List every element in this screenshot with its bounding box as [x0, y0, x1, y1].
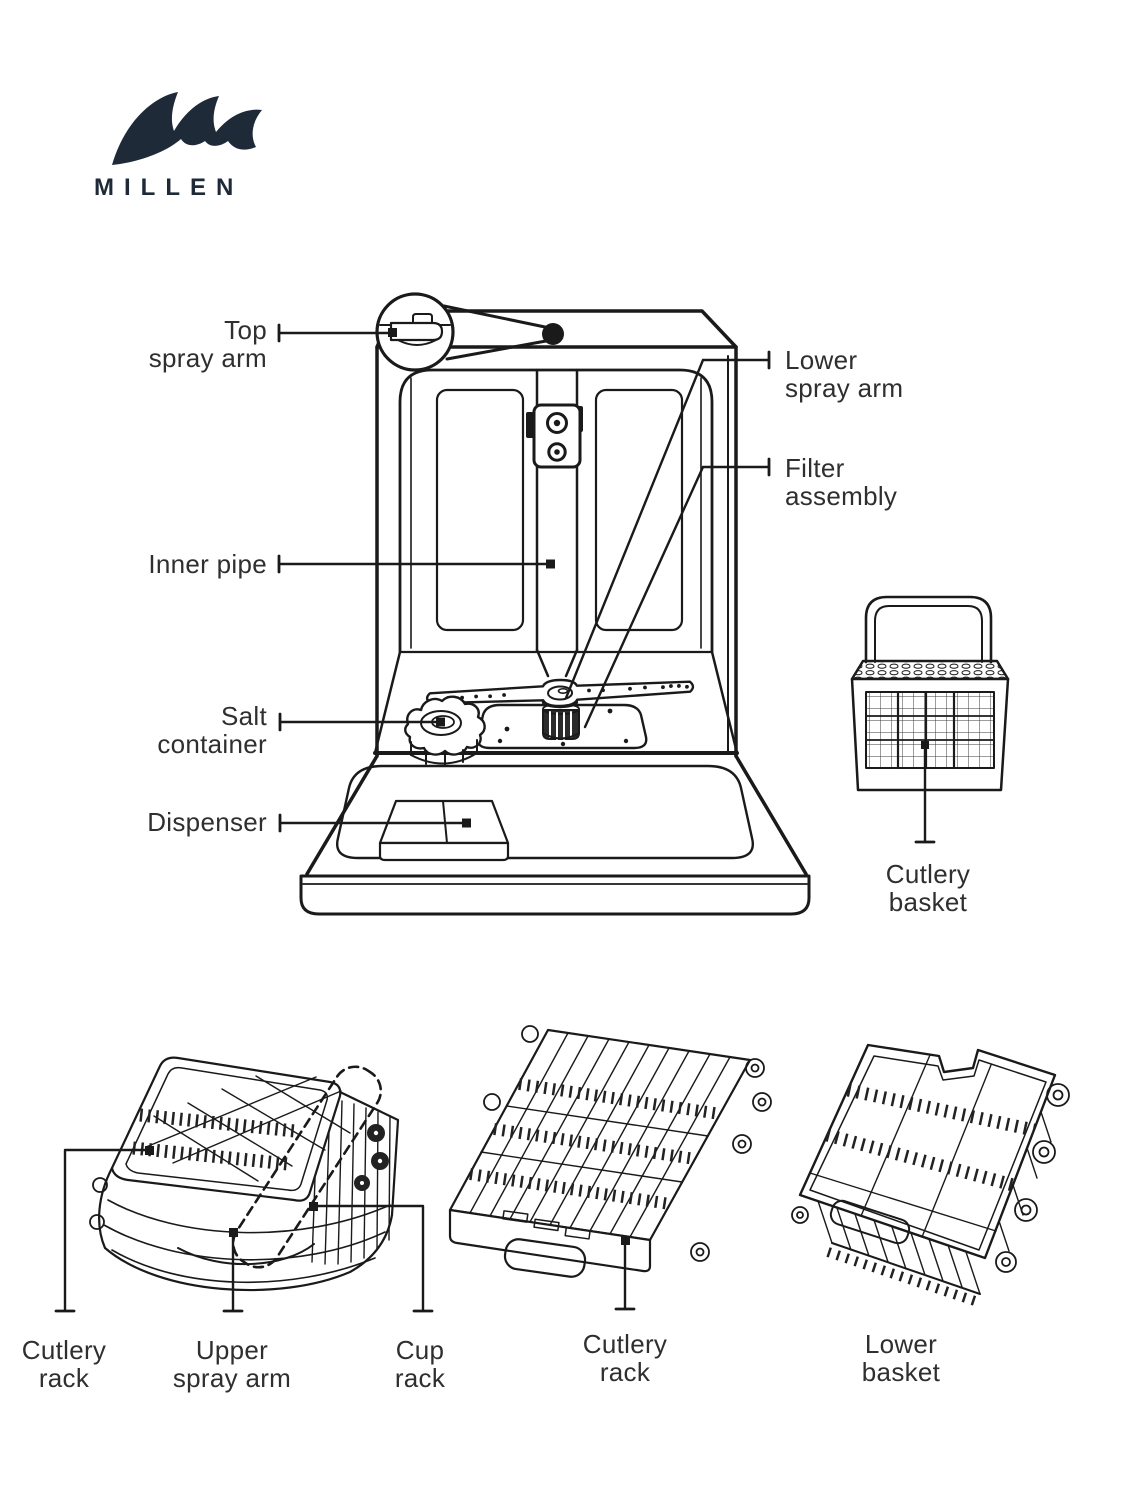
label-line: Cutlery [582, 1329, 668, 1359]
back-wall-panel-left [435, 388, 525, 632]
label-line: Lower [785, 345, 858, 375]
label-line: Top [224, 315, 267, 345]
label-line: spray arm [148, 342, 267, 373]
label-filter-assembly: Filter assembly [785, 453, 1005, 511]
label-line: container [157, 728, 267, 759]
upper-spray-arm [177, 1243, 315, 1266]
label-line: basket [861, 1356, 941, 1387]
label-line: rack [394, 1362, 446, 1393]
label-line: spray arm [172, 1362, 292, 1393]
label-upper-spray-arm: Upper spray arm [122, 1335, 342, 1393]
label-dispenser: Dispenser [37, 807, 267, 837]
label-line: Filter [785, 453, 845, 483]
label-line: rack [38, 1362, 90, 1393]
label-line: spray arm [785, 372, 904, 403]
lower-spray-arm [425, 678, 695, 708]
inner-pipe-bracket [526, 403, 583, 469]
top-spray-arm-location-dot [542, 323, 564, 345]
upper-basket-cutlery-rack [110, 1056, 351, 1202]
leader-cutlery-basket [914, 741, 936, 844]
upper-basket-knobs [354, 1124, 389, 1191]
cutlery-basket [850, 595, 1010, 792]
label-inner-pipe: Inner pipe [37, 549, 267, 579]
millen-logo-swoosh [112, 92, 262, 165]
leader-cutlery-rack-top [54, 1146, 154, 1313]
leader-lines [54, 323, 936, 1313]
back-wall-panel-right [594, 388, 684, 632]
lower-basket-handle [829, 1199, 911, 1245]
cup-rack-outline [231, 1065, 383, 1269]
label-line: Lower [864, 1329, 938, 1359]
label-line: Salt [220, 701, 267, 731]
label-cup-rack: Cup rack [330, 1335, 510, 1393]
open-door [299, 754, 811, 916]
leader-lower-spray-arm [564, 350, 771, 700]
label-cutlery-rack-upper: Cutlery rack [0, 1335, 128, 1393]
tray-handle [503, 1238, 587, 1278]
label-line: Cup [395, 1335, 445, 1365]
lower-basket [791, 1043, 1070, 1307]
label-top-spray-arm: Top spray arm [37, 315, 267, 373]
brand-wordmark: MILLEN [94, 174, 244, 201]
label-cutlery-basket: Cutlery basket [828, 859, 1028, 917]
leader-cutlery-rack-mid [614, 1236, 636, 1311]
leader-filter-assembly [583, 457, 771, 729]
cutlery-rack-tray [448, 1025, 772, 1278]
dispenser [378, 799, 510, 862]
top-spray-arm-detail [375, 292, 564, 372]
sump-plate [476, 703, 648, 750]
label-line: Inner pipe [148, 549, 267, 579]
salt-container [404, 695, 486, 767]
label-lower-spray-arm: Lower spray arm [785, 345, 1005, 403]
label-lower-basket: Lower basket [811, 1329, 991, 1387]
leader-cup-rack [309, 1202, 434, 1313]
label-line: Upper [195, 1335, 269, 1365]
tray-wheels [483, 1025, 772, 1262]
leader-salt-container [278, 712, 445, 732]
leader-upper-spray-arm [222, 1228, 244, 1313]
label-line: assembly [785, 480, 898, 511]
leader-top-spray-arm [277, 323, 397, 343]
leader-inner-pipe [277, 554, 555, 574]
lower-basket-wheels [791, 1083, 1070, 1273]
leader-dispenser [278, 813, 471, 833]
label-line: Cutlery [21, 1335, 107, 1365]
cutlery-basket-handle [864, 595, 993, 664]
label-line: basket [888, 886, 968, 917]
label-line: Dispenser [147, 807, 267, 837]
label-line: Cutlery [885, 859, 971, 889]
label-cutlery-rack: Cutlery rack [535, 1329, 715, 1387]
upper-basket [89, 1056, 400, 1292]
label-salt-container: Salt container [37, 701, 267, 759]
label-line: rack [599, 1356, 651, 1387]
